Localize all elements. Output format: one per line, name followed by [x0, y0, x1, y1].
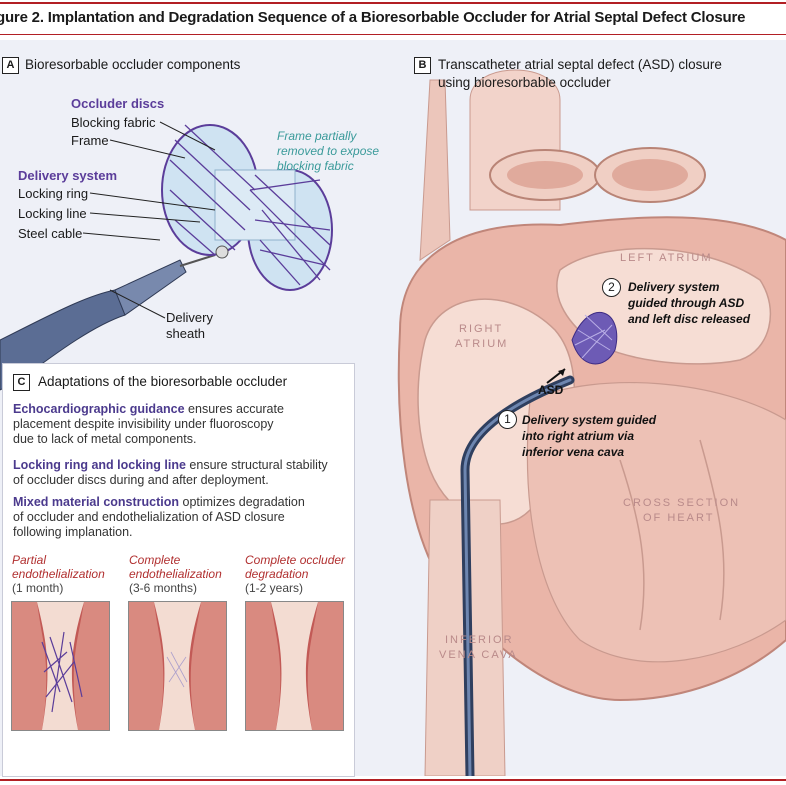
asd-arrow — [546, 368, 566, 384]
adaptation-1: Echocardiographic guidance ensures accur… — [13, 402, 348, 447]
adaptation-1-text-2: placement despite invisibility under flu… — [13, 417, 274, 431]
stage-1-label: Partial endothelialization (1 month) — [12, 553, 105, 595]
stage-2-label: Complete endothelialization (3-6 months) — [129, 553, 222, 595]
stage-2-image — [128, 601, 227, 731]
step-2-line-1: Delivery system — [628, 280, 720, 294]
panel-c-tag: C — [13, 374, 30, 391]
stage-2-title-2: endothelialization — [129, 567, 222, 581]
adaptation-2-text-2: of occluder discs during and after deplo… — [13, 473, 269, 487]
panel-c-box: C Adaptations of the bioresorbable occlu… — [2, 363, 355, 777]
adaptation-1-bold: Echocardiographic guidance — [13, 402, 185, 416]
adaptation-3-bold: Mixed material construction — [13, 495, 180, 509]
step-2-line-3: and left disc released — [628, 312, 751, 326]
bottom-rule — [0, 779, 786, 781]
panel-a-leader-lines — [82, 121, 216, 319]
delivery-sheath-label-2: sheath — [166, 326, 206, 341]
right-atrium-label-2: ATRIUM — [455, 338, 509, 350]
panel-b-tag: B — [414, 57, 431, 74]
adaptation-1-text-1: ensures accurate — [184, 402, 284, 416]
left-atrium-label: LEFT ATRIUM — [620, 252, 713, 264]
title-rule — [0, 34, 786, 35]
locking-line-label: Locking line — [18, 206, 87, 221]
adaptation-2: Locking ring and locking line ensure str… — [13, 458, 348, 488]
step-1-line-2: into right atrium via — [522, 429, 635, 443]
step-2-line-2: guided through ASD — [628, 296, 745, 310]
occluder-discs-label: Occluder discs — [71, 96, 165, 111]
step-1-line-3: inferior vena cava — [522, 445, 625, 459]
stage-3-time: (1-2 years) — [245, 581, 304, 595]
stage-2-time: (3-6 months) — [129, 581, 198, 595]
stage-1-title-2: endothelialization — [12, 567, 105, 581]
frame-note-1: Frame partially — [277, 129, 357, 143]
stage-1-time: (1 month) — [12, 581, 64, 595]
right-atrium-label-1: RIGHT — [459, 323, 504, 335]
adaptation-3-text-1: optimizes degradation — [179, 495, 305, 509]
stage-1-image — [11, 601, 110, 731]
frame-note-3: blocking fabric — [277, 159, 354, 173]
ivc-label-1: INFERIOR — [445, 634, 514, 646]
delivery-sheath-label-1: Delivery — [166, 310, 213, 325]
figure-title: gure 2. Implantation and Degradation Seq… — [0, 9, 746, 26]
steel-cable-label: Steel cable — [18, 226, 83, 241]
delivery-system-label: Delivery system — [18, 168, 118, 183]
stage-2-title-1: Complete — [129, 553, 181, 567]
adaptation-3: Mixed material construction optimizes de… — [13, 495, 348, 540]
step-1-line-1: Delivery system guided — [522, 413, 657, 427]
panel-a-heading: Bioresorbable occluder components — [25, 57, 241, 72]
adaptation-1-text-3: due to lack of metal components. — [13, 432, 197, 446]
cross-section-label-2: OF HEART — [643, 512, 715, 524]
stage-2-drawing — [129, 602, 226, 730]
stage-1-drawing — [12, 602, 109, 730]
adaptation-3-text-2: of occluder and endothelialization of AS… — [13, 510, 285, 524]
stage-3-drawing — [246, 602, 343, 730]
occluder-illustration — [0, 124, 333, 391]
panel-b-heading-2: using bioresorbable occluder — [438, 75, 611, 90]
top-rule — [0, 2, 786, 4]
stage-3-title-2: degradation — [245, 567, 309, 581]
cross-section-label-1: CROSS SECTION — [623, 497, 741, 509]
frame-note-2: removed to expose — [277, 144, 380, 158]
step-2-marker: 2 — [602, 278, 621, 297]
adaptation-3-text-3: following implanation. — [13, 525, 133, 539]
asd-label: ASD — [538, 383, 564, 397]
adaptation-2-text-1: ensure structural stability — [185, 458, 328, 472]
ivc-label-2: VENA CAVA — [439, 649, 518, 661]
panel-b-heading-1: Transcatheter atrial septal defect (ASD)… — [438, 57, 722, 72]
panel-c-heading: Adaptations of the bioresorbable occlude… — [38, 374, 288, 389]
stage-3-title-1: Complete occluder — [245, 553, 346, 567]
step-1-marker: 1 — [498, 410, 517, 429]
panel-a-tag: A — [2, 57, 19, 74]
blocking-fabric-label: Blocking fabric — [71, 115, 156, 130]
locking-ring-label: Locking ring — [18, 186, 89, 201]
stage-3-label: Complete occluder degradation (1-2 years… — [245, 553, 345, 595]
stage-3-image — [245, 601, 344, 731]
heart-illustration — [397, 69, 786, 776]
frame-label: Frame — [71, 133, 109, 148]
adaptation-2-bold: Locking ring and locking line — [13, 458, 186, 472]
stage-1-title-1: Partial — [12, 553, 47, 567]
